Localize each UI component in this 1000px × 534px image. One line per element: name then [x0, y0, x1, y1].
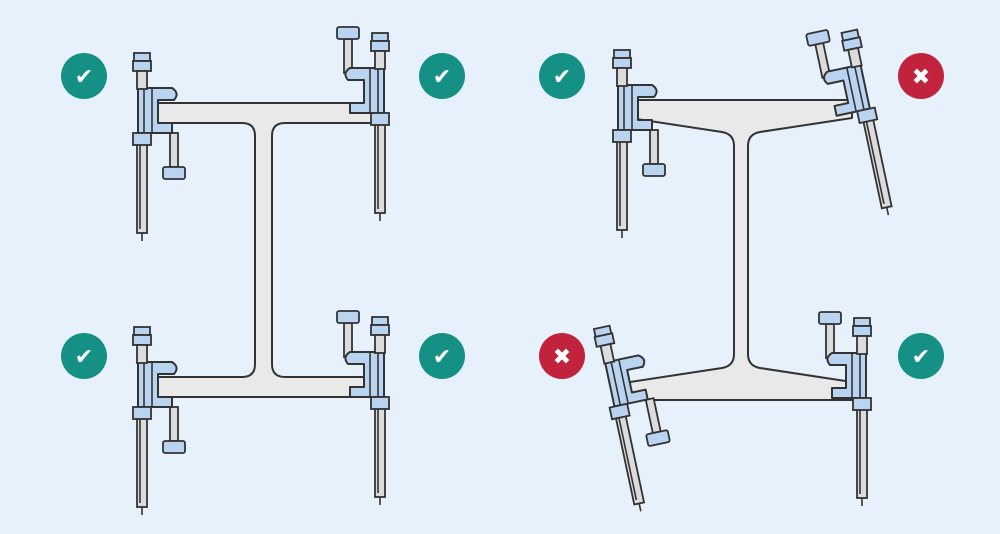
badge-4-symbol: ✔: [553, 65, 571, 90]
badge-6-circle: [539, 333, 585, 379]
panel-tapered-flange-beam: [593, 23, 897, 513]
badge-0-circle: [61, 53, 107, 99]
badge-5-symbol: ✖: [912, 65, 930, 90]
badge-4-circle: [539, 53, 585, 99]
clamp-bottom-right: [337, 311, 389, 505]
badge-bad-icon: ✖: [539, 333, 585, 379]
badge-6-symbol: ✖: [553, 345, 571, 370]
badge-ok-icon: ✔: [61, 53, 107, 99]
badge-7-symbol: ✔: [912, 345, 930, 370]
badge-ok-icon: ✔: [419, 333, 465, 379]
badge-3-circle: [419, 333, 465, 379]
badge-7-circle: [898, 333, 944, 379]
status-badges: ✔ ✔ ✔ ✔ ✔ ✖ ✖ ✔: [61, 53, 944, 379]
badge-2-symbol: ✔: [75, 345, 93, 370]
clamp-top-left: [133, 53, 185, 241]
clamp-top-left: [613, 50, 665, 238]
badge-2-circle: [61, 333, 107, 379]
clamp-bottom-right: [819, 312, 871, 506]
panel-parallel-flange-beam: [133, 27, 389, 515]
i-beam-tapered: [629, 99, 853, 401]
badge-ok-icon: ✔: [539, 53, 585, 99]
badge-0-symbol: ✔: [75, 65, 93, 90]
badge-ok-icon: ✔: [898, 333, 944, 379]
clamp-bottom-left: [133, 327, 185, 515]
badge-3-symbol: ✔: [433, 345, 451, 370]
clamp-bottom-left-misaligned: [593, 318, 683, 513]
badge-ok-icon: ✔: [61, 333, 107, 379]
badge-1-circle: [419, 53, 465, 99]
i-beam-parallel: [149, 102, 373, 398]
badge-1-symbol: ✔: [433, 65, 451, 90]
badge-bad-icon: ✖: [898, 53, 944, 99]
badge-5-circle: [898, 53, 944, 99]
badge-ok-icon: ✔: [419, 53, 465, 99]
